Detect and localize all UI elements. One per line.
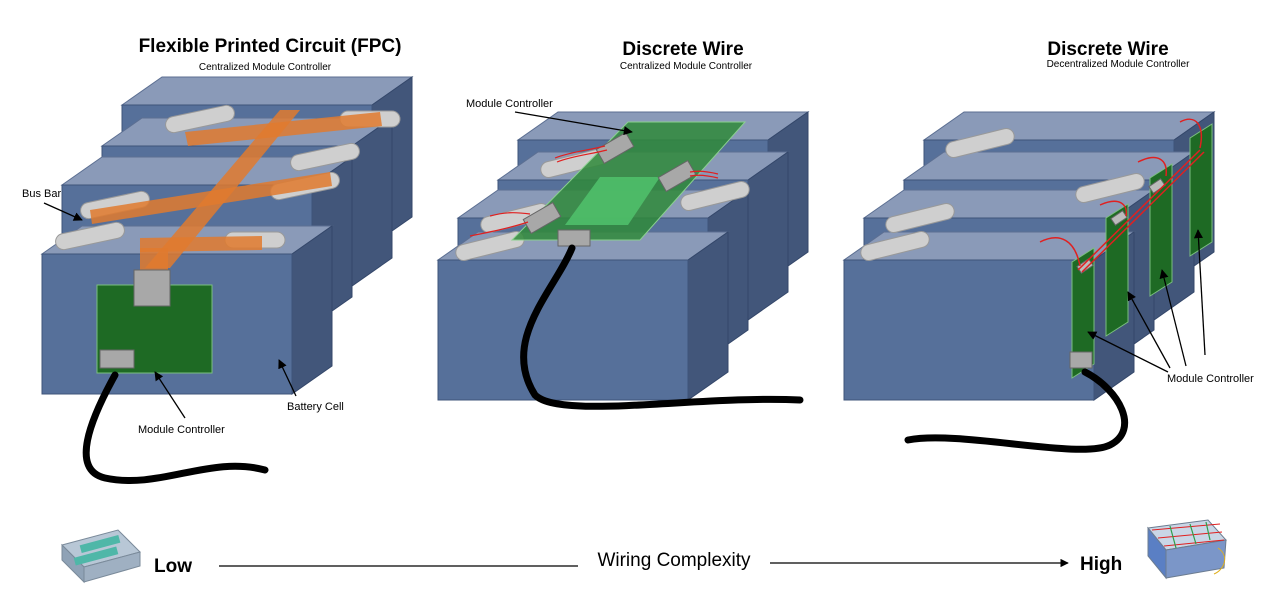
low-label: Low xyxy=(154,556,192,577)
complexity-scale: Low Wiring Complexity High xyxy=(61,519,1227,584)
module-controller-label-1: Module Controller xyxy=(138,424,225,436)
panel-2-title: Discrete Wire xyxy=(622,39,743,60)
module-controller-label-3: Module Controller xyxy=(1167,373,1254,385)
bus-bars-discrete-decentralized xyxy=(860,127,1145,262)
low-module-thumbnail xyxy=(61,529,141,584)
panel-3-subtitle: Decentralized Module Controller xyxy=(1047,59,1191,70)
panel-1-subtitle: Centralized Module Controller xyxy=(199,62,332,73)
module-controller-pcb-centralized xyxy=(510,121,747,247)
high-label: High xyxy=(1080,554,1122,575)
battery-cell-label: Battery Cell xyxy=(287,401,344,413)
daisy-chain-wires-red xyxy=(1039,118,1205,273)
panel-2-subtitle: Centralized Module Controller xyxy=(620,61,753,72)
bus-bars-discrete-centralized xyxy=(455,147,750,262)
panel-3-title: Discrete Wire xyxy=(1047,39,1168,60)
module-controller-pcb-fpc xyxy=(96,269,213,374)
panel-fpc: Flexible Printed Circuit (FPC) Centraliz… xyxy=(22,36,413,485)
harness-cable-decentralized xyxy=(904,368,1129,453)
harness-cable-centralized xyxy=(520,244,804,410)
panel-discrete-decentralized: Discrete Wire Decentralized Module Contr… xyxy=(843,39,1254,453)
high-module-thumbnail xyxy=(1147,519,1227,580)
panel-discrete-centralized: Discrete Wire Centralized Module Control… xyxy=(437,39,809,410)
module-controller-label-2: Module Controller xyxy=(466,98,553,110)
harness-cable-fpc xyxy=(82,371,269,485)
flexible-printed-circuit xyxy=(90,110,382,272)
bus-bar-label: Bus Bar xyxy=(22,188,61,200)
discrete-wires-red xyxy=(469,145,719,237)
wiring-complexity-label: Wiring Complexity xyxy=(597,550,751,571)
panel-1-title: Flexible Printed Circuit (FPC) xyxy=(139,36,402,57)
